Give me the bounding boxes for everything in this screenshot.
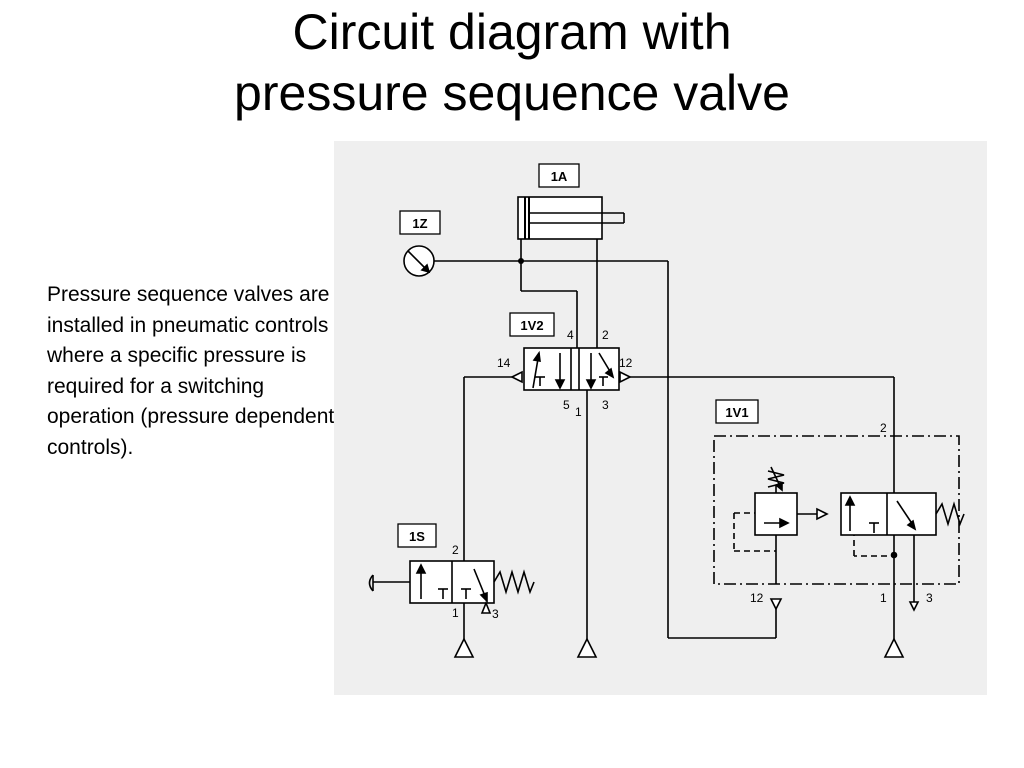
supply-1s bbox=[453, 637, 475, 658]
tag-1v1: 1V1 bbox=[715, 399, 759, 424]
supply-1v2 bbox=[576, 637, 598, 658]
tag-1s: 1S bbox=[397, 523, 437, 548]
port-1v1-2: 2 bbox=[880, 421, 887, 435]
tag-1a: 1A bbox=[538, 163, 580, 188]
svg-text:1S: 1S bbox=[409, 529, 425, 544]
slide-title: Circuit diagram with pressure sequence v… bbox=[0, 2, 1024, 124]
port-1v2-3: 3 bbox=[602, 398, 609, 412]
svg-text:1V2: 1V2 bbox=[520, 318, 543, 333]
svg-text:1A: 1A bbox=[551, 169, 568, 184]
svg-text:1V1: 1V1 bbox=[725, 405, 748, 420]
port-1v2-1: 1 bbox=[575, 405, 582, 419]
title-line-1: Circuit diagram with bbox=[292, 4, 732, 60]
sequence-valve-1v1 bbox=[713, 435, 965, 611]
tag-1v2: 1V2 bbox=[509, 312, 555, 337]
port-1v1-1: 1 bbox=[880, 591, 887, 605]
port-1s-1: 1 bbox=[452, 606, 459, 620]
title-line-2: pressure sequence valve bbox=[234, 65, 790, 121]
svg-text:1Z: 1Z bbox=[412, 216, 427, 231]
port-1v2-12: 12 bbox=[619, 356, 633, 370]
cylinder-1a bbox=[517, 196, 625, 240]
circuit-diagram: 1A 1Z 1V2 1V1 1S 4 2 14 12 5 1 3 2 1 3 2… bbox=[334, 141, 987, 695]
port-1s-2: 2 bbox=[452, 543, 459, 557]
port-1v1-3: 3 bbox=[926, 591, 933, 605]
tag-1z: 1Z bbox=[399, 210, 441, 235]
port-1v2-14: 14 bbox=[497, 356, 511, 370]
port-1v2-5: 5 bbox=[563, 398, 570, 412]
supply-1v1 bbox=[883, 637, 905, 658]
circuit-diagram-svg: 1A 1Z 1V2 1V1 1S 4 2 14 12 5 1 3 2 1 3 2… bbox=[368, 163, 965, 658]
valve-1s bbox=[368, 560, 535, 614]
port-1v2-4: 4 bbox=[567, 328, 574, 342]
port-1v1-12: 12 bbox=[750, 591, 764, 605]
pressure-gauge-1z bbox=[403, 245, 435, 277]
description-text: Pressure sequence valves are installed i… bbox=[47, 283, 335, 459]
port-1v2-2: 2 bbox=[602, 328, 609, 342]
port-1s-3: 3 bbox=[492, 607, 499, 621]
valve-1v2 bbox=[510, 347, 632, 391]
